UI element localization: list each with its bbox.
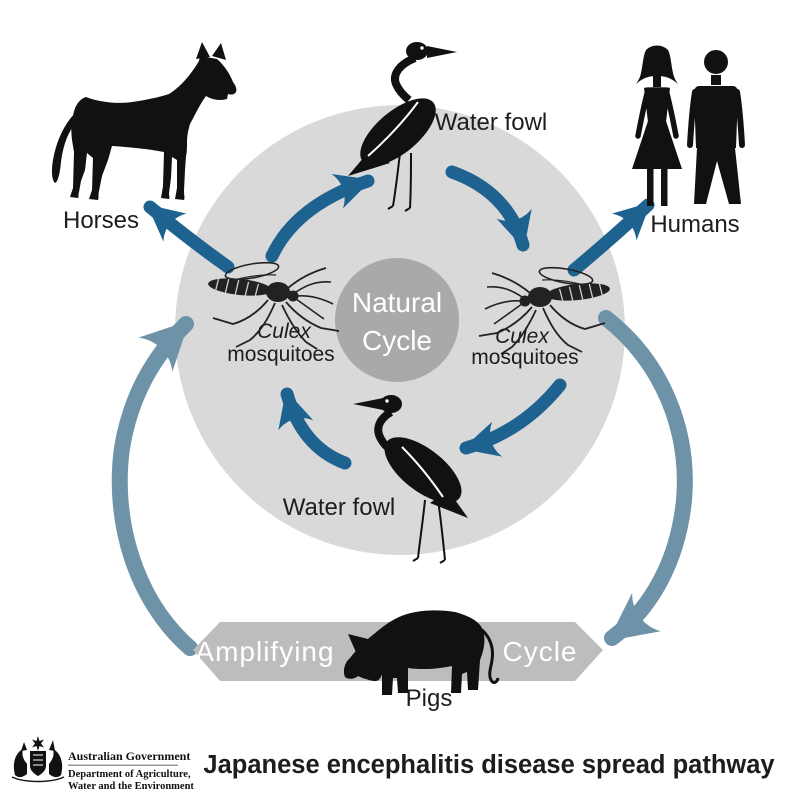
pigs-label: Pigs bbox=[406, 685, 453, 712]
australian-government-crest bbox=[11, 736, 65, 783]
government-divider bbox=[68, 764, 178, 766]
water-fowl-top-label: Water fowl bbox=[435, 109, 547, 136]
natural-cycle-label-line2: Cycle bbox=[362, 325, 432, 356]
humans-label: Humans bbox=[650, 211, 739, 238]
mosquito-left-label: mosquitoes bbox=[227, 343, 334, 366]
arrow-mosquito-left-to-fowl-top bbox=[265, 174, 375, 263]
government-name: Australian Government bbox=[68, 749, 190, 763]
arrow-pigs-to-mosquito bbox=[111, 316, 198, 656]
amplifying-cycle-arrows bbox=[111, 310, 693, 656]
natural-cycle-label-line1: Natural bbox=[352, 287, 442, 318]
mosquito-left-genus-label: Culex bbox=[257, 320, 312, 343]
government-dept-line1: Department of Agriculture, bbox=[68, 769, 191, 780]
government-dept-line2: Water and the Environment bbox=[68, 781, 194, 792]
arrow-mosquito-right-to-humans bbox=[567, 198, 655, 277]
horse-icon bbox=[51, 42, 237, 200]
pig-icon bbox=[343, 610, 500, 695]
banner-label-amplifying: Amplifying bbox=[195, 636, 334, 667]
water-fowl-top-icon bbox=[348, 42, 457, 212]
arrow-fowl-bottom-to-mosquito-left bbox=[278, 387, 352, 470]
page-title: Japanese encephalitis disease spread pat… bbox=[203, 751, 775, 779]
water-fowl-bottom-label: Water fowl bbox=[283, 494, 395, 521]
banner-label-cycle: Cycle bbox=[502, 636, 577, 667]
water-fowl-bottom-icon bbox=[353, 395, 468, 564]
horses-label: Horses bbox=[63, 207, 139, 234]
arrow-mosquito-right-to-fowl-bottom bbox=[459, 378, 567, 457]
mosquito-left-icon bbox=[208, 261, 340, 350]
natural-cycle-inner-circle bbox=[335, 258, 459, 382]
arrow-fowl-top-to-mosquito-right bbox=[445, 165, 532, 252]
mosquito-right-genus-label: Culex bbox=[495, 325, 550, 348]
natural-cycle-arrows bbox=[143, 165, 655, 470]
mosquito-right-label: mosquitoes bbox=[471, 346, 578, 369]
humans-icon bbox=[632, 45, 745, 206]
arrow-mosquito-left-to-horses bbox=[143, 200, 235, 274]
arrow-mosquito-to-pigs bbox=[598, 310, 693, 646]
